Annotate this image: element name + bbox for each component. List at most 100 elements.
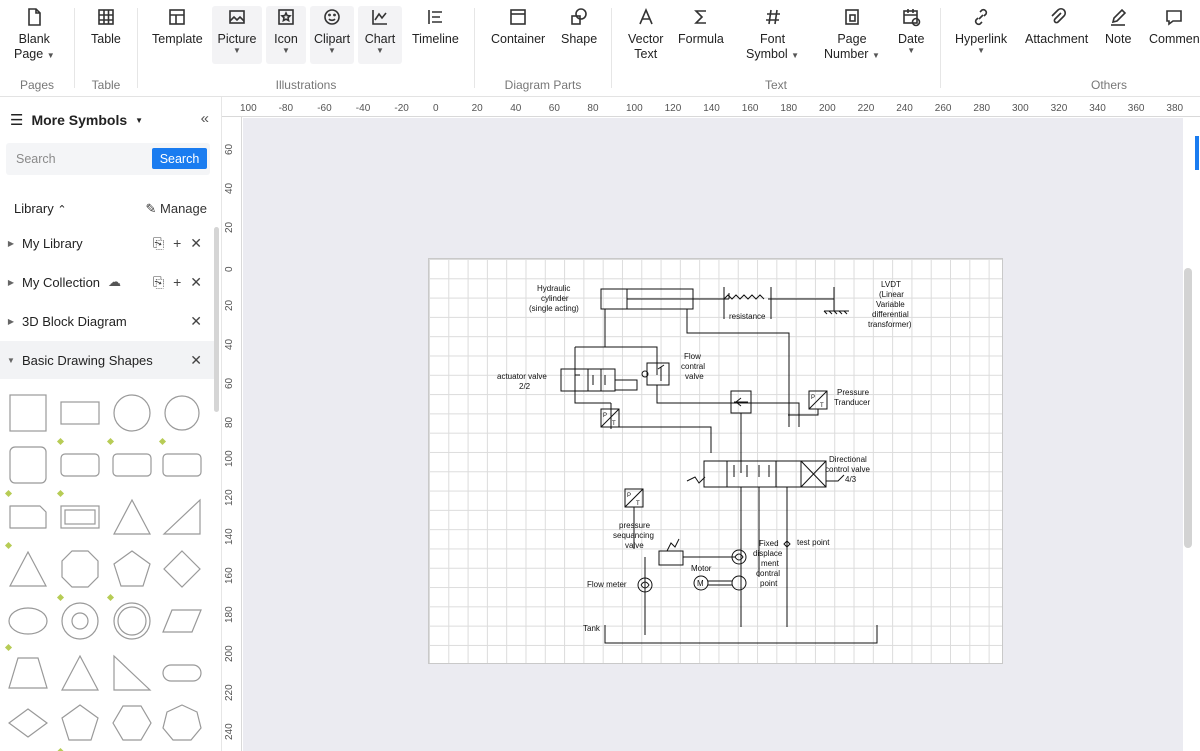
cyl-label-3: (single acting) bbox=[529, 304, 579, 313]
rectangle-shape[interactable] bbox=[60, 393, 100, 433]
ruler-tick-label: 300 bbox=[1012, 103, 1029, 114]
heptagon-shape[interactable] bbox=[162, 703, 202, 743]
snipped-rectangle-shape[interactable] bbox=[8, 497, 48, 537]
picture-button[interactable]: Picture ▼ bbox=[212, 6, 262, 64]
group-table: Table Table bbox=[75, 0, 137, 97]
close-icon[interactable]: ✕ bbox=[190, 234, 202, 251]
resistance-label: resistance bbox=[729, 312, 766, 321]
ring-shape[interactable] bbox=[60, 601, 100, 641]
close-icon[interactable]: ✕ bbox=[190, 312, 202, 329]
icon-label: Icon bbox=[274, 32, 298, 46]
right-triangle-shape[interactable] bbox=[162, 497, 202, 537]
trapezoid-shape[interactable] bbox=[8, 653, 48, 693]
vector-text-button[interactable]: Vector Text bbox=[628, 6, 663, 62]
note-button[interactable]: Note bbox=[1105, 6, 1131, 47]
canvas-vertical-scrollbar[interactable] bbox=[1183, 118, 1200, 751]
page-number-button[interactable]: Page Number ▼ bbox=[824, 6, 880, 62]
pentagon-shape[interactable] bbox=[112, 549, 152, 589]
shape-button[interactable]: Shape bbox=[561, 6, 597, 47]
scrollbar-thumb[interactable] bbox=[1184, 268, 1192, 548]
chart-button[interactable]: Chart ▼ bbox=[358, 6, 402, 64]
double-circle-shape[interactable] bbox=[112, 601, 152, 641]
blank-page-button[interactable]: Blank Page ▼ bbox=[14, 6, 55, 62]
ruler-tick-label: 380 bbox=[1166, 103, 1184, 114]
group-pages: Blank Page ▼ Pages bbox=[0, 0, 74, 97]
pressure-sequencing-valve bbox=[658, 550, 684, 566]
triangle-shape-2[interactable] bbox=[8, 549, 48, 589]
ruler-tick-label: 320 bbox=[1050, 103, 1068, 114]
diamond-shape[interactable] bbox=[162, 549, 202, 589]
hyperlink-button[interactable]: Hyperlink ▼ bbox=[955, 6, 1007, 55]
page-number-label-2: Number ▼ bbox=[824, 47, 880, 61]
sidebar-title[interactable]: ☰ More Symbols ▼ bbox=[10, 111, 143, 129]
manage-button[interactable]: ✎ Manage bbox=[145, 201, 207, 217]
attachment-button[interactable]: Attachment bbox=[1025, 6, 1088, 47]
import-icon[interactable]: ⎘ bbox=[152, 234, 165, 251]
library-item-my-library[interactable]: ▶ My Library ⎘ + ✕ bbox=[0, 224, 214, 262]
double-frame-shape[interactable] bbox=[60, 497, 100, 537]
sidebar-scrollbar[interactable] bbox=[214, 227, 219, 412]
add-icon[interactable]: + bbox=[173, 234, 182, 251]
shape-icon bbox=[568, 6, 590, 28]
ruler-tick-label: 120 bbox=[224, 489, 235, 506]
diagram-page[interactable]: Hydraulic cylinder (single acting) resis… bbox=[428, 258, 1003, 664]
close-icon[interactable]: ✕ bbox=[190, 273, 202, 290]
pseq-label-2: sequancing bbox=[613, 531, 654, 540]
triangle-shape-3[interactable] bbox=[60, 653, 100, 693]
ruler-tick-label: 80 bbox=[224, 416, 235, 428]
template-button[interactable]: Template bbox=[152, 6, 203, 47]
smiley-icon bbox=[321, 6, 343, 28]
rounded-rectangle-shape-3[interactable] bbox=[162, 445, 202, 485]
square-shape[interactable] bbox=[8, 393, 48, 433]
library-item-3d-block-diagram[interactable]: ▶ 3D Block Diagram ✕ bbox=[0, 302, 214, 340]
library-item-label: 3D Block Diagram bbox=[22, 313, 127, 329]
search-button[interactable]: Search bbox=[152, 148, 207, 169]
ruler-tick-label: 60 bbox=[224, 377, 235, 389]
symbol-search-input[interactable] bbox=[10, 147, 150, 171]
drawing-canvas[interactable]: Hydraulic cylinder (single acting) resis… bbox=[243, 118, 1183, 751]
comment-button[interactable]: Commen bbox=[1149, 6, 1200, 47]
parallelogram-shape[interactable] bbox=[162, 601, 202, 641]
font-symbol-button[interactable]: Font Symbol ▼ bbox=[746, 6, 799, 62]
library-item-basic-drawing-shapes[interactable]: ▼ Basic Drawing Shapes ✕ bbox=[0, 341, 214, 379]
ruler-tick-label: 40 bbox=[224, 338, 235, 350]
capsule-shape[interactable] bbox=[162, 653, 202, 693]
rounded-rectangle-shape-2[interactable] bbox=[112, 445, 152, 485]
right-triangle-shape-2[interactable] bbox=[112, 653, 152, 693]
calendar-icon bbox=[900, 6, 922, 28]
link-icon bbox=[970, 6, 992, 28]
import-icon[interactable]: ⎘ bbox=[152, 273, 165, 290]
ruler-tick-label: 220 bbox=[857, 103, 875, 114]
circle-shape[interactable] bbox=[112, 393, 152, 433]
icon-button[interactable]: Icon ▼ bbox=[266, 6, 306, 64]
template-icon bbox=[166, 6, 188, 28]
hexagon-shape[interactable] bbox=[112, 703, 152, 743]
ruler-tick-label: 20 bbox=[224, 299, 235, 311]
ruler-tick-label: 40 bbox=[510, 103, 522, 114]
clipart-button[interactable]: Clipart ▼ bbox=[310, 6, 354, 64]
close-icon[interactable]: ✕ bbox=[190, 351, 202, 368]
ellipse-shape[interactable] bbox=[8, 601, 48, 641]
hydraulic-circuit-diagram[interactable]: Hydraulic cylinder (single acting) resis… bbox=[429, 259, 1004, 665]
right-panel-tab-marker[interactable] bbox=[1195, 136, 1199, 170]
triangle-shape[interactable] bbox=[112, 497, 152, 537]
edit-icon: ✎ bbox=[145, 201, 157, 216]
diamond-wide-shape[interactable] bbox=[7, 703, 49, 743]
collapse-sidebar-icon[interactable]: « bbox=[200, 110, 209, 127]
circle-shape-2[interactable] bbox=[162, 393, 202, 433]
timeline-button[interactable]: Timeline bbox=[412, 6, 459, 47]
date-button[interactable]: Date ▼ bbox=[898, 6, 924, 55]
rounded-square-shape[interactable] bbox=[8, 445, 48, 485]
octagon-shape[interactable] bbox=[60, 549, 100, 589]
formula-button[interactable]: Formula bbox=[678, 6, 724, 47]
rounded-rectangle-shape[interactable] bbox=[60, 445, 100, 485]
vector-text-icon bbox=[635, 6, 657, 28]
shape-handle-marker bbox=[56, 437, 65, 446]
library-toggle[interactable]: Library ⌃ bbox=[14, 201, 67, 216]
pentagon-shape-2[interactable] bbox=[60, 703, 100, 743]
add-icon[interactable]: + bbox=[173, 273, 182, 290]
group-diagram-parts: Container Shape Diagram Parts bbox=[475, 0, 611, 97]
table-button[interactable]: Table bbox=[91, 6, 121, 47]
library-item-my-collection[interactable]: ▶ My Collection ☁ ⎘ + ✕ bbox=[0, 263, 214, 301]
container-button[interactable]: Container bbox=[491, 6, 545, 47]
